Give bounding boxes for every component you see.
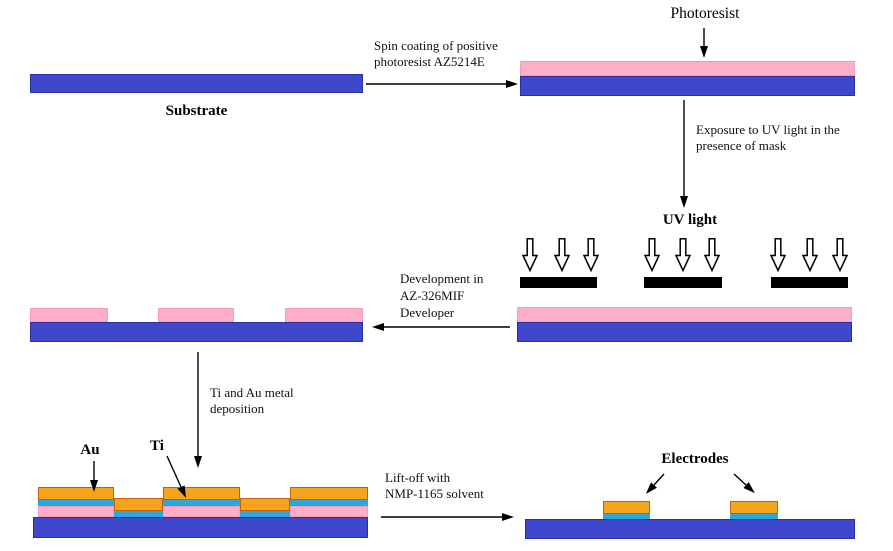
final-substrate-layer [525, 519, 855, 539]
electrode-au-right [730, 501, 778, 514]
au-label: Au [80, 442, 100, 458]
au-layer-trench-right [240, 498, 290, 511]
ti-layer-on-resist-center [163, 500, 240, 506]
mask-bar-center [644, 277, 722, 288]
photoresist-island-right [285, 308, 363, 322]
uv-arrow-icon [704, 238, 720, 272]
electrodes-label: Electrodes [661, 451, 729, 467]
liftoff-line1: Lift-off with [385, 470, 451, 485]
mask-bar-left [520, 277, 597, 288]
deposition-line2: deposition [210, 401, 265, 416]
ti-layer-trench-right [240, 511, 290, 517]
uv-arrow-icon [832, 238, 848, 272]
exposure-line1: Exposure to UV light in the [696, 122, 840, 137]
ti-layer-on-resist-right [290, 500, 368, 506]
au-layer-on-resist-right [290, 487, 368, 500]
resist-island-right [290, 506, 368, 517]
exposure-text: Exposure to UV light in the presence of … [696, 122, 893, 154]
uv-arrow-icon [554, 238, 570, 272]
spin-coating-line1: Spin coating of positive [374, 38, 498, 53]
ti-pointer-arrow [166, 455, 186, 498]
electrode-ti-right [730, 514, 778, 519]
deposition-line1: Ti and Au metal [210, 385, 294, 400]
electrode-pointer-arrow-right [733, 473, 755, 494]
development-line2: AZ-326MIF [400, 288, 465, 303]
developed-substrate-layer [30, 322, 363, 342]
electrode-pointer-arrow-left [645, 473, 665, 494]
development-line1: Development in [400, 271, 484, 286]
electrode-au-left [603, 501, 650, 514]
coated-substrate-layer [520, 76, 855, 96]
au-layer-on-resist-left [38, 487, 114, 500]
uv-arrow-icon [522, 238, 538, 272]
uv-arrow-icon [770, 238, 786, 272]
substrate-bar-initial [30, 74, 363, 93]
spin-coating-text: Spin coating of positive photoresist AZ5… [374, 38, 534, 70]
spin-coating-line2: photoresist AZ5214E [374, 54, 485, 69]
uv-arrow-icon [675, 238, 691, 272]
mask-bar-right [771, 277, 848, 288]
resist-island-left [38, 506, 114, 517]
exposed-photoresist-layer [517, 307, 852, 322]
liftoff-line2: NMP-1165 solvent [385, 486, 484, 501]
deposited-substrate-layer [33, 517, 368, 538]
photoresist-island-center [158, 308, 234, 322]
exposure-line2: presence of mask [696, 138, 787, 153]
substrate-label: Substrate [165, 103, 228, 119]
uv-arrow-icon [644, 238, 660, 272]
deposition-text: Ti and Au metal deposition [210, 385, 330, 417]
uv-light-label: UV light [662, 212, 718, 228]
development-line3: Developer [400, 305, 455, 320]
development-text: Development in AZ-326MIF Developer [400, 270, 525, 321]
ti-layer-on-resist-left [38, 500, 114, 506]
uv-arrow-icon [802, 238, 818, 272]
photoresist-label: Photoresist [670, 5, 740, 22]
au-layer-trench-left [114, 498, 163, 511]
resist-island-center [163, 506, 240, 517]
au-layer-on-resist-center [163, 487, 240, 500]
coated-photoresist-layer [520, 61, 855, 76]
photoresist-island-left [30, 308, 108, 322]
exposed-substrate-layer [517, 322, 852, 342]
ti-layer-trench-left [114, 511, 163, 517]
uv-arrow-icon [583, 238, 599, 272]
liftoff-text: Lift-off with NMP-1165 solvent [385, 470, 525, 502]
ti-label: Ti [150, 438, 164, 454]
electrode-ti-left [603, 514, 650, 519]
